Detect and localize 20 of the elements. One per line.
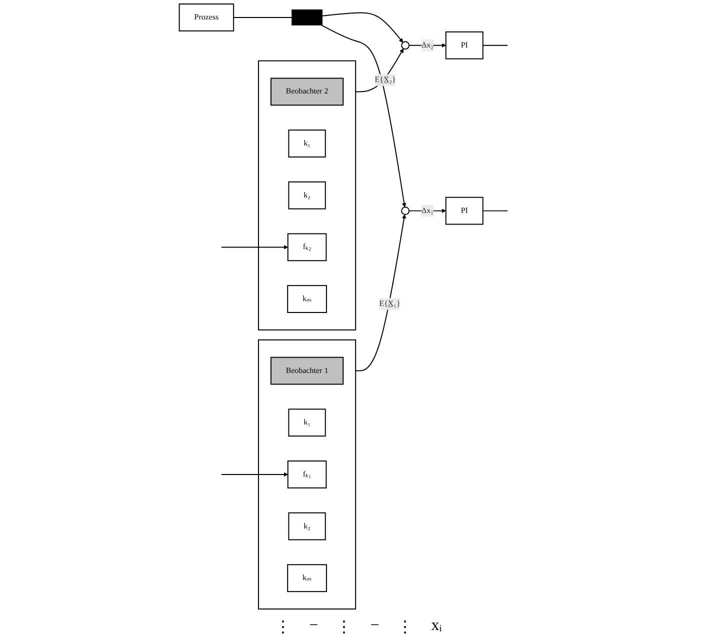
cluster [258,339,356,610]
connector [233,16,293,18]
note-label: ⋮ [336,618,352,637]
arrow [355,214,406,372]
node-bar [292,9,322,26]
note-label: ⋮ [275,618,292,637]
arrow [355,48,404,92]
note-label: − [370,617,380,636]
arrow [320,24,406,208]
node-circle [401,206,410,216]
note-label: xᵢ [431,617,442,636]
note-label: ⋮ [397,618,414,637]
note-label: − [309,617,318,636]
node-circle [401,41,410,50]
arrow [220,245,288,250]
connector [482,210,508,212]
connector [482,44,508,46]
arrow [322,12,404,43]
cluster [258,60,356,330]
arrow [220,472,288,477]
